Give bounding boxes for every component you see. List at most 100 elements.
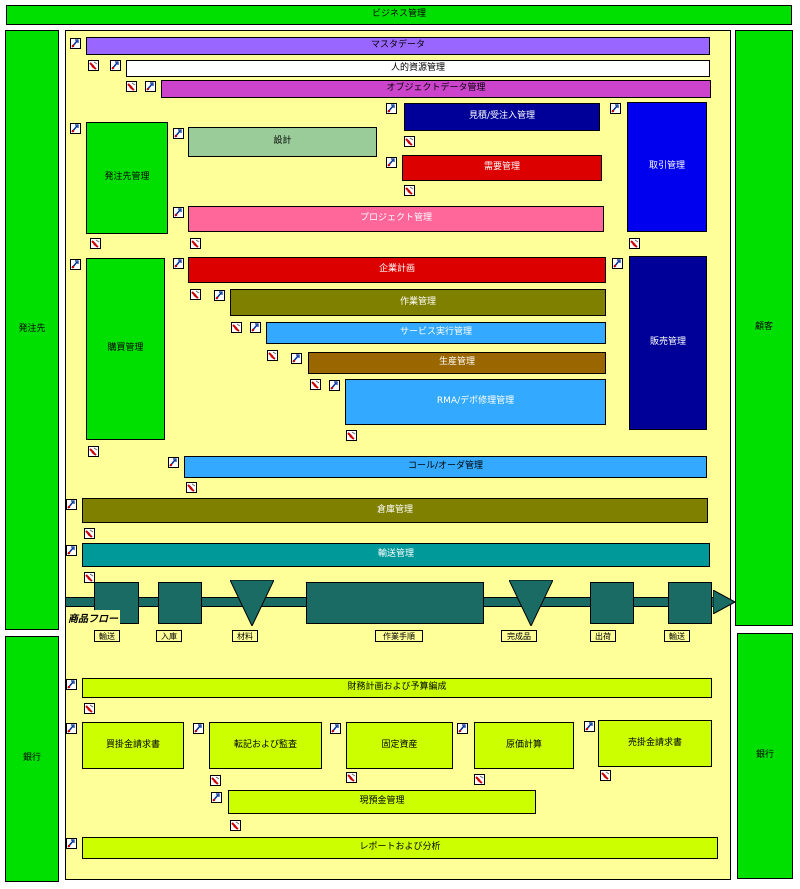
drilldown-icon[interactable] [190,289,201,300]
design-box[interactable]: 設計 [188,127,377,157]
drilldown-icon[interactable] [346,772,357,783]
hr-box[interactable]: 人的資源管理 [126,60,710,77]
hyperlink-icon[interactable] [457,723,468,734]
transport-label: 輸送管理 [377,549,414,560]
drilldown-icon[interactable] [90,238,101,249]
hyperlink-icon[interactable] [173,128,184,139]
hyperlink-icon[interactable] [211,792,222,803]
drilldown-icon[interactable] [186,482,197,493]
flow-label: 出荷 [590,630,616,642]
sales-mgmt-box[interactable]: 販売管理 [629,256,707,430]
flow-stage-materials[interactable] [230,580,274,626]
drilldown-icon[interactable] [346,430,357,441]
drilldown-icon[interactable] [84,703,95,714]
flow-stage-transport-out[interactable] [668,582,712,624]
master-data-box[interactable]: マスタデータ [86,37,710,55]
hyperlink-icon[interactable] [168,457,179,468]
receivables-box[interactable]: 売掛金請求書 [598,720,712,767]
drilldown-icon[interactable] [88,446,99,457]
drilldown-icon[interactable] [600,770,611,781]
drilldown-icon[interactable] [404,185,415,196]
drilldown-icon[interactable] [210,775,221,786]
master-data-label: マスタデータ [370,40,425,51]
drilldown-icon[interactable] [629,238,640,249]
enterprise-planning-box[interactable]: 企業計画 [188,257,606,283]
drilldown-icon[interactable] [474,774,485,785]
hyperlink-icon[interactable] [66,838,77,849]
project-box[interactable]: プロジェクト管理 [188,206,604,232]
hyperlink-icon[interactable] [610,103,621,114]
hyperlink-icon[interactable] [612,258,623,269]
demand-box[interactable]: 需要管理 [402,155,602,181]
cash-box[interactable]: 現預金管理 [228,790,536,814]
transport-box[interactable]: 輸送管理 [82,543,710,567]
production-box[interactable]: 生産管理 [308,352,606,374]
receivables-label: 売掛金請求書 [627,737,682,748]
ledger-audit-box[interactable]: 転記および監査 [209,722,322,769]
sales-mgmt-label: 販売管理 [649,337,686,348]
bank-left-panel[interactable]: 銀行 [5,636,59,882]
supplier-panel[interactable]: 発注先 [5,30,59,630]
reports-box[interactable]: レポートおよび分析 [82,837,718,859]
service-exec-box[interactable]: サービス実行管理 [266,322,606,344]
flow-stage-finished-goods[interactable] [509,580,553,626]
drilldown-icon[interactable] [404,136,415,147]
hyperlink-icon[interactable] [329,380,340,391]
bank-right-panel[interactable]: 銀行 [737,633,793,879]
hyperlink-icon[interactable] [145,81,156,92]
estimate-box[interactable]: 見積/受注入管理 [404,103,600,131]
hyperlink-icon[interactable] [173,258,184,269]
hyperlink-icon[interactable] [66,723,77,734]
service-exec-label: サービス実行管理 [399,327,472,338]
object-data-box[interactable]: オブジェクトデータ管理 [161,80,711,98]
flow-label: 完成品 [501,630,537,642]
hyperlink-icon[interactable] [173,207,184,218]
hyperlink-icon[interactable] [386,157,397,168]
hyperlink-icon[interactable] [250,322,261,333]
cash-label: 現預金管理 [359,796,405,807]
hyperlink-icon[interactable] [330,723,341,734]
payables-box[interactable]: 買掛金請求書 [82,722,184,769]
drilldown-icon[interactable] [230,820,241,831]
hyperlink-icon[interactable] [214,290,225,301]
call-order-box[interactable]: コール/オーダ管理 [184,456,707,478]
sales-label: 取引管理 [648,161,685,172]
hyperlink-icon[interactable] [110,60,121,71]
goods-flow-title: 商品フロー [66,610,120,625]
supplier-mgmt-box[interactable]: 発注先管理 [86,122,168,234]
flow-label: 輸送 [94,630,120,642]
hyperlink-icon[interactable] [70,38,81,49]
drilldown-icon[interactable] [126,81,137,92]
flow-stage-shipping[interactable] [590,582,634,624]
drilldown-icon[interactable] [84,528,95,539]
drilldown-icon[interactable] [231,322,242,333]
hyperlink-icon[interactable] [70,123,81,134]
drilldown-icon[interactable] [267,350,278,361]
hyperlink-icon[interactable] [66,545,77,556]
flow-stage-receiving[interactable] [158,582,202,624]
finance-planning-box[interactable]: 財務計画および予算編成 [82,678,712,698]
flow-stage-routing[interactable] [306,582,484,624]
hyperlink-icon[interactable] [291,353,302,364]
hyperlink-icon[interactable] [66,679,77,690]
rma-box[interactable]: RMA/デポ修理管理 [345,379,606,425]
project-label: プロジェクト管理 [359,213,432,224]
customer-panel[interactable]: 顧客 [735,30,793,626]
drilldown-icon[interactable] [84,572,95,583]
business-management-banner[interactable]: ビジネス管理 [6,5,792,25]
costing-box[interactable]: 原価計算 [474,722,574,769]
hyperlink-icon[interactable] [584,721,595,732]
hyperlink-icon[interactable] [66,499,77,510]
fixed-assets-box[interactable]: 固定資産 [346,722,453,769]
reports-label: レポートおよび分析 [359,842,441,853]
sales-box[interactable]: 取引管理 [627,102,707,232]
hyperlink-icon[interactable] [70,259,81,270]
drilldown-icon[interactable] [88,60,99,71]
hyperlink-icon[interactable] [193,723,204,734]
drilldown-icon[interactable] [190,238,201,249]
hyperlink-icon[interactable] [386,103,397,114]
warehouse-box[interactable]: 倉庫管理 [82,498,708,523]
work-order-box[interactable]: 作業管理 [230,289,606,316]
drilldown-icon[interactable] [310,379,321,390]
purchasing-box[interactable]: 購買管理 [86,258,165,440]
